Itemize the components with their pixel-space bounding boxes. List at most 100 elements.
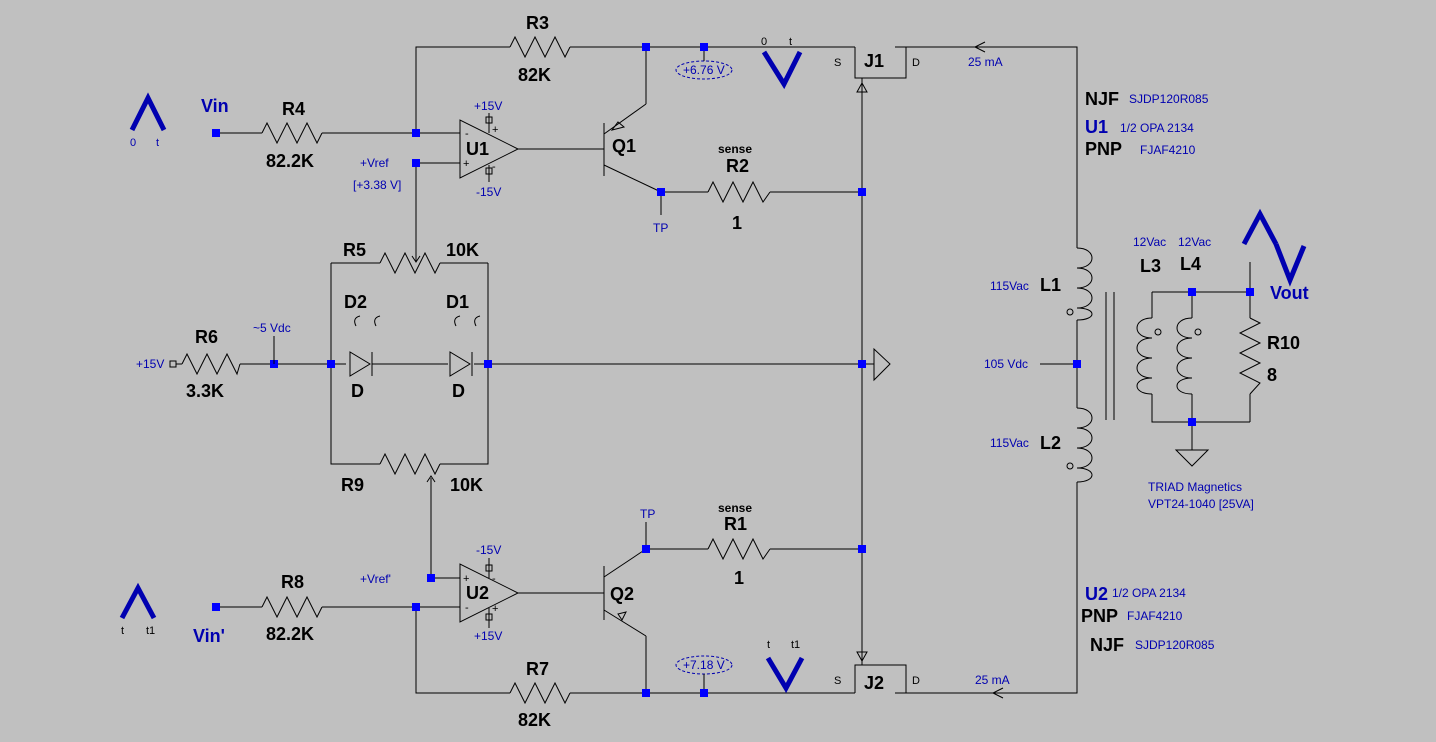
transformer-mfr: TRIAD Magnetics bbox=[1148, 480, 1242, 494]
current-bottom: 25 mA bbox=[975, 673, 1010, 687]
bot-probe-t1: t1 bbox=[791, 639, 800, 651]
svg-text:-: - bbox=[492, 573, 496, 585]
vin-label: Vin bbox=[201, 96, 229, 116]
r10-value: 8 bbox=[1267, 365, 1277, 385]
ground-arrow-right bbox=[873, 347, 891, 382]
resistor-R10 bbox=[1238, 317, 1262, 395]
opamp-U2: + - - + bbox=[459, 558, 520, 628]
probe-vin bbox=[129, 92, 167, 132]
tp-bottom: TP bbox=[640, 507, 655, 521]
ground-secondary bbox=[1174, 449, 1210, 467]
svg-text:+: + bbox=[492, 124, 498, 136]
resistor-R4 bbox=[261, 121, 323, 145]
j2-source: S bbox=[834, 675, 841, 687]
vin-prime-label: Vin' bbox=[193, 626, 225, 646]
r1-name: R1 bbox=[724, 514, 747, 534]
u2-minus-sign: - bbox=[465, 602, 469, 614]
r7-name: R7 bbox=[526, 659, 549, 679]
top-njf: NJF bbox=[1085, 89, 1119, 109]
r2-name: R2 bbox=[726, 156, 749, 176]
j1-source: S bbox=[834, 57, 841, 69]
l2-rating: 115Vac bbox=[990, 436, 1029, 450]
u1-vplus: +15V bbox=[474, 99, 502, 113]
l2-name: L2 bbox=[1040, 433, 1061, 453]
transistor-Q2 bbox=[603, 548, 647, 637]
probe-top-v bbox=[761, 50, 803, 90]
bot-u2: U2 bbox=[1085, 584, 1108, 604]
d1-name: D1 bbox=[446, 292, 469, 312]
voltage-top: +6.76 V bbox=[683, 63, 725, 77]
transistor-Q1 bbox=[603, 103, 662, 193]
r1-value: 1 bbox=[734, 568, 744, 588]
j1-drain: D bbox=[912, 57, 920, 69]
resistor-R5 bbox=[379, 251, 441, 275]
vin-probe-zero: 0 bbox=[130, 137, 136, 149]
vref-value: [+3.38 V] bbox=[353, 178, 401, 192]
r8-value: 82.2K bbox=[266, 624, 314, 644]
jfet-J1 bbox=[854, 46, 907, 93]
r6-input-port bbox=[169, 360, 177, 368]
resistor-R7 bbox=[509, 681, 571, 705]
jfet-J2 bbox=[854, 651, 907, 694]
bot-pnp-part: FJAF4210 bbox=[1127, 609, 1183, 623]
bot-njf: NJF bbox=[1090, 635, 1124, 655]
top-pnp: PNP bbox=[1085, 139, 1122, 159]
top-u1-desc: 1/2 OPA 2134 bbox=[1120, 121, 1194, 135]
opamp-U1: - + + - bbox=[459, 113, 520, 182]
d2-value: D bbox=[351, 381, 364, 401]
u2-vplus: +15V bbox=[474, 629, 502, 643]
q2-name: Q2 bbox=[610, 584, 634, 604]
current-arrow-top bbox=[973, 41, 986, 53]
j2-name: J2 bbox=[864, 673, 884, 693]
bot-probe-t: t bbox=[767, 639, 770, 651]
vdc-105-label: 105 Vdc bbox=[984, 357, 1028, 371]
r9-value: 10K bbox=[450, 475, 483, 495]
r4-value: 82.2K bbox=[266, 151, 314, 171]
resistor-R3 bbox=[509, 35, 571, 59]
vref-label: +Vref bbox=[360, 156, 389, 170]
bot-njf-part: SJDP120R085 bbox=[1135, 638, 1215, 652]
resistor-R9 bbox=[379, 452, 441, 483]
r5-name: R5 bbox=[343, 240, 366, 260]
resistor-R1 bbox=[707, 537, 771, 561]
l4-rating: 12Vac bbox=[1178, 235, 1211, 249]
q1-name: Q1 bbox=[612, 136, 636, 156]
bot-pnp: PNP bbox=[1081, 606, 1118, 626]
r2-value: 1 bbox=[732, 213, 742, 233]
top-pnp-part: FJAF4210 bbox=[1140, 143, 1196, 157]
j1-name: J1 bbox=[864, 51, 884, 71]
tp-top: TP bbox=[653, 221, 668, 235]
r10-name: R10 bbox=[1267, 333, 1300, 353]
diode-D2 bbox=[349, 315, 381, 377]
top-njf-part: SJDP120R085 bbox=[1129, 92, 1209, 106]
l3-name: L3 bbox=[1140, 256, 1161, 276]
diode-D1 bbox=[449, 315, 481, 377]
l1-rating: 115Vac bbox=[990, 279, 1029, 293]
d1-value: D bbox=[452, 381, 465, 401]
transformer-part: VPT24-1040 [25VA] bbox=[1148, 497, 1254, 511]
svg-text:-: - bbox=[492, 161, 496, 173]
r6-name: R6 bbox=[195, 327, 218, 347]
r1-note: sense bbox=[718, 501, 752, 515]
current-arrow-bottom bbox=[991, 687, 1004, 699]
transformer bbox=[1066, 247, 1202, 483]
vinp-probe-t: t bbox=[121, 625, 124, 637]
u1-vminus: -15V bbox=[476, 185, 501, 199]
resistor-R2 bbox=[707, 180, 771, 204]
svg-text:+: + bbox=[492, 603, 498, 615]
top-probe-zero: 0 bbox=[761, 36, 767, 48]
probe-vin-prime bbox=[119, 582, 157, 620]
j2-drain: D bbox=[912, 675, 920, 687]
l3-rating: 12Vac bbox=[1133, 235, 1166, 249]
l1-name: L1 bbox=[1040, 275, 1061, 295]
resistor-R8 bbox=[261, 595, 323, 619]
r6-value: 3.3K bbox=[186, 381, 224, 401]
r5-value: 10K bbox=[446, 240, 479, 260]
u2-vminus: -15V bbox=[476, 543, 501, 557]
r7-value: 82K bbox=[518, 710, 551, 730]
r2-note: sense bbox=[718, 142, 752, 156]
probe-vout bbox=[1241, 208, 1307, 287]
top-probe-t: t bbox=[789, 36, 792, 48]
bot-u2-desc: 1/2 OPA 2134 bbox=[1112, 586, 1186, 600]
